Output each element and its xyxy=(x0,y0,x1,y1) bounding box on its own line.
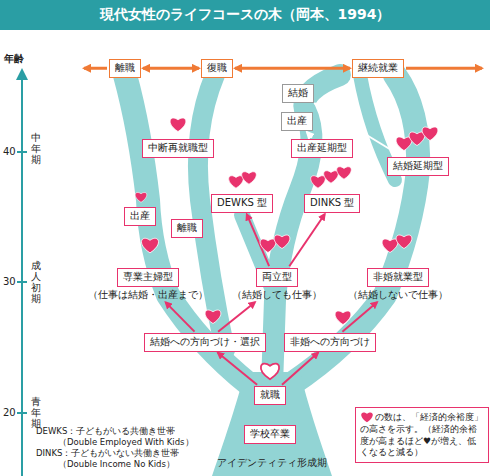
age-axis-label: 青年期 xyxy=(31,396,41,429)
type-note: （結婚しないで仕事） xyxy=(348,289,448,302)
abbreviation-note: DEWKS：子どもがいる共働き世帯 xyxy=(36,426,175,438)
heart-icon xyxy=(324,171,339,184)
abbreviation-note: DINKS：子どもがいない共働き世帯 xyxy=(36,448,179,460)
box-text: 中断再就職型 xyxy=(148,142,208,153)
box-text: 離職 xyxy=(177,222,197,233)
abbreviation-note: （Double Employed With Kids） xyxy=(58,437,194,449)
heart-icon xyxy=(337,167,352,180)
life-course-box: 出産 xyxy=(124,207,156,226)
life-course-box: 両立型 （結婚しても仕事） xyxy=(232,268,322,301)
age-axis xyxy=(16,68,28,476)
legend-row: の数は、「経済的余裕度」の高さを示す。（経済的余裕度が高まるほど♥が増え、低くな… xyxy=(360,411,484,459)
heart-swatch xyxy=(360,411,374,424)
box-text: 非婚への方向づけ xyxy=(290,336,370,347)
heart-icon xyxy=(242,172,257,185)
life-course-box: 学校卒業 xyxy=(244,425,296,444)
age-axis-label: 30 xyxy=(3,276,16,287)
box-text: 就職 xyxy=(260,389,280,400)
heart-icon xyxy=(205,310,221,324)
life-course-box: 就職 xyxy=(254,386,286,405)
type-note: （結婚しても仕事） xyxy=(232,289,322,302)
age-axis-label: 中年期 xyxy=(31,132,41,165)
life-course-box: 復職 xyxy=(201,59,233,78)
life-course-box: 結婚 xyxy=(282,84,314,103)
box-text: 継続就業 xyxy=(358,62,398,73)
heart-icon xyxy=(141,238,158,253)
life-course-box: 専業主婦型 （仕事は結婚・出産まで） xyxy=(88,268,208,301)
age-axis-label: 年齢 xyxy=(4,52,24,66)
heart-icon xyxy=(382,239,398,253)
life-course-box: 出産延期型 xyxy=(291,139,353,158)
box-text: 結婚 xyxy=(288,87,308,98)
box-text: 離職 xyxy=(115,62,135,73)
life-course-box: 継続就業 xyxy=(352,59,404,78)
type-name: 専業主婦型 xyxy=(117,268,179,287)
heart-shape xyxy=(361,412,373,422)
connector-arrow xyxy=(166,302,195,331)
box-text: 結婚への方向づけ・選択 xyxy=(150,336,260,347)
heart-icon xyxy=(261,364,279,380)
heart-icon xyxy=(335,311,351,325)
life-course-box: 離職 xyxy=(171,219,203,238)
box-text: 出産延期型 xyxy=(297,142,347,153)
heart-icon xyxy=(311,176,326,189)
title-text: 現代女性のライフコースの木（岡本、1994） xyxy=(100,6,391,24)
box-text: DINKS 型 xyxy=(310,197,354,208)
type-name: 非婚就業型 xyxy=(367,268,429,287)
legend-text: の数は、「経済的余裕度」の高さを示す。（経済的余裕度が高まるほど♥が増え、低くな… xyxy=(360,412,483,457)
life-course-box: 非婚就業型 （結婚しないで仕事） xyxy=(348,268,448,301)
box-text: 出産 xyxy=(287,115,307,126)
heart-icon xyxy=(229,176,244,189)
heart-icon xyxy=(170,118,186,132)
box-text: 復職 xyxy=(207,62,227,73)
connector-arrow xyxy=(218,353,257,385)
box-text: DEWKS 型 xyxy=(217,197,267,208)
type-note: （仕事は結婚・出産まで） xyxy=(88,289,208,302)
heart-icon xyxy=(260,239,276,253)
box-text: 出産 xyxy=(130,210,150,221)
heart-icon xyxy=(274,235,290,249)
connector-arrow xyxy=(307,132,312,138)
heart-icon xyxy=(135,192,147,202)
life-course-box: 結婚への方向づけ・選択 xyxy=(144,333,266,352)
life-course-box: 非婚への方向づけ xyxy=(284,333,376,352)
abbreviation-note: （Double Income No Kids） xyxy=(58,459,175,471)
life-course-box: 中断再就職型 xyxy=(142,139,214,158)
age-axis-label: 20 xyxy=(3,407,16,418)
life-course-box: 出産 xyxy=(281,112,313,131)
life-course-box: 結婚延期型 xyxy=(387,157,449,176)
timeline-end xyxy=(406,67,482,70)
connector-arrow xyxy=(282,353,318,385)
life-course-box: DINKS 型 xyxy=(304,194,360,213)
life-course-box: 離職 xyxy=(109,59,141,78)
heart-icon xyxy=(422,127,438,141)
title-banner: 現代女性のライフコースの木（岡本、1994） xyxy=(0,0,490,30)
connector-arrow xyxy=(143,67,199,70)
heart-icon xyxy=(396,137,412,151)
connector-arrow xyxy=(235,67,350,70)
box-text: 学校卒業 xyxy=(250,428,290,439)
life-course-box: DEWKS 型 xyxy=(211,194,273,213)
timeline-end xyxy=(84,67,107,70)
heart-icon xyxy=(396,235,412,249)
heart-icon xyxy=(409,132,425,146)
type-name: 両立型 xyxy=(256,268,298,287)
tree-trunk xyxy=(212,372,332,476)
stage-label: アイデンティティ形成期 xyxy=(217,457,327,470)
age-axis-label: 40 xyxy=(3,146,16,157)
connector-arrow xyxy=(218,302,255,331)
tree-branches xyxy=(125,75,418,385)
connector-arrow xyxy=(289,214,324,266)
legend-box: の数は、「経済的余裕度」の高さを示す。（経済的余裕度が高まるほど♥が増え、低くな… xyxy=(355,407,489,463)
age-axis-label: 成人初期 xyxy=(31,260,41,304)
box-text: 結婚延期型 xyxy=(393,160,443,171)
